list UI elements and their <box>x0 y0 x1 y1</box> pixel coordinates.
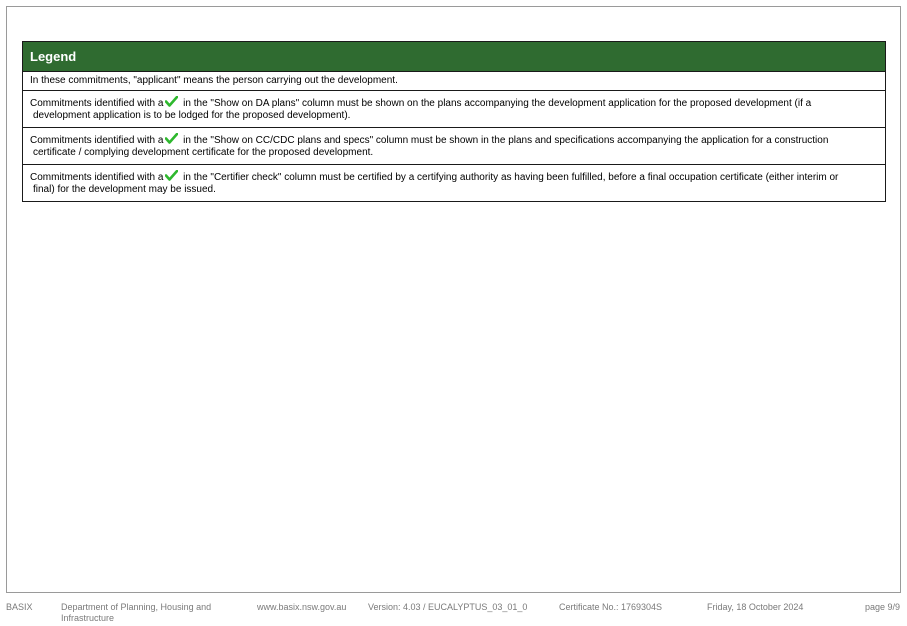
legend-row-line1: in the "Show on DA plans" column must be… <box>183 98 812 109</box>
footer-basix: BASIX <box>6 602 33 612</box>
legend-row-line1: in the "Show on CC/CDC plans and specs" … <box>183 135 829 146</box>
legend-row-line2: final) for the development may be issued… <box>33 184 216 195</box>
legend-applicant-note: In these commitments, "applicant" means … <box>23 72 885 91</box>
legend-row-da-plans: Commitments identified with a in the "Sh… <box>23 91 885 128</box>
legend-row-line2: development application is to be lodged … <box>33 110 351 121</box>
footer-website: www.basix.nsw.gov.au <box>257 602 347 612</box>
legend-row-prefix: Commitments identified with a <box>30 135 164 146</box>
check-icon <box>165 170 179 181</box>
applicant-note-text: In these commitments, "applicant" means … <box>30 75 398 86</box>
page-footer: BASIX Department of Planning, Housing an… <box>0 602 907 626</box>
legend-row-line1: in the "Certifier check" column must be … <box>183 172 839 183</box>
legend-title: Legend <box>23 42 885 72</box>
footer-page-number: page 9/9 <box>865 602 901 612</box>
page-frame <box>6 6 901 593</box>
check-icon <box>165 96 179 107</box>
footer-certificate-number: Certificate No.: 1769304S <box>559 602 663 612</box>
footer-department: Department of Planning, Housing and Infr… <box>61 602 212 623</box>
legend-row-certifier-check: Commitments identified with a in the "Ce… <box>23 165 885 201</box>
footer-version: Version: 4.03 / EUCALYPTUS_03_01_0 <box>368 602 528 612</box>
check-icon <box>165 133 179 144</box>
legend-table: Legend In these commitments, "applicant"… <box>22 41 886 202</box>
legend-row-prefix: Commitments identified with a <box>30 98 164 109</box>
legend-row-prefix: Commitments identified with a <box>30 172 164 183</box>
legend-row-line2: certificate / complying development cert… <box>33 147 374 158</box>
footer-date: Friday, 18 October 2024 <box>707 602 804 612</box>
legend-row-cc-cdc-plans: Commitments identified with a in the "Sh… <box>23 128 885 165</box>
